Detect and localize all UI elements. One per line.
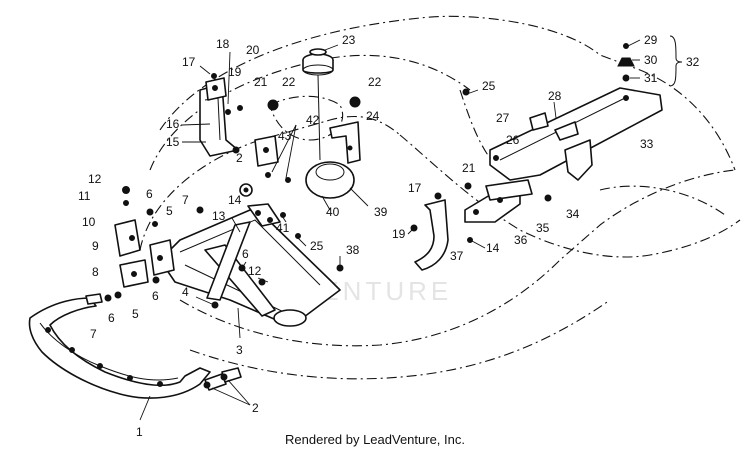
callout-26: 26 (506, 133, 520, 147)
callout-2: 2 (236, 151, 243, 165)
callout-29: 29 (644, 33, 658, 47)
callout-35: 35 (536, 221, 550, 235)
callout-17: 17 (408, 181, 422, 195)
hardware-stack (617, 35, 683, 87)
callout-6: 6 (242, 247, 249, 261)
callout-21: 21 (462, 161, 476, 175)
callout-3: 3 (236, 343, 243, 357)
callout-43: 43 (278, 129, 292, 143)
callout-30: 30 (644, 53, 658, 67)
callout-9: 9 (92, 239, 99, 253)
callout-11: 11 (78, 189, 91, 203)
left-fasteners (104, 183, 266, 309)
left-mount-bracket (114, 219, 175, 288)
callout-6: 6 (108, 311, 115, 325)
callout-19: 19 (228, 65, 242, 79)
callout-23: 23 (342, 33, 356, 47)
callout-39: 39 (374, 205, 388, 219)
callout-14: 14 (228, 193, 242, 207)
callout-38: 38 (346, 243, 360, 257)
callout-22: 22 (282, 75, 296, 89)
footer-credit: Rendered by LeadVenture, Inc. (285, 432, 465, 447)
callout-32: 32 (686, 55, 700, 69)
bracket-24 (329, 96, 361, 164)
callout-37: 37 (450, 249, 464, 263)
callout-14: 14 (486, 241, 500, 255)
footrest-panel (489, 87, 663, 181)
callout-6: 6 (146, 187, 153, 201)
callout-10: 10 (82, 215, 96, 229)
callout-20: 20 (246, 43, 260, 57)
footrest-bracket (464, 112, 552, 223)
callout-33: 33 (640, 137, 654, 151)
callout-34: 34 (566, 207, 580, 221)
callout-25: 25 (310, 239, 324, 253)
callout-16: 16 (166, 117, 180, 131)
callout-22: 22 (368, 75, 382, 89)
hood-hinge-bracket (199, 73, 243, 157)
pulley-and-tank (302, 48, 355, 199)
front-bumper (28, 293, 211, 399)
callout-6: 6 (152, 289, 159, 303)
callout-27: 27 (496, 111, 510, 125)
callout-36: 36 (514, 233, 528, 247)
callout-1: 1 (136, 425, 143, 439)
callout-4: 4 (182, 285, 189, 299)
callout-12: 12 (248, 264, 262, 278)
callout-42: 42 (306, 113, 320, 127)
callout-7: 7 (90, 327, 97, 341)
callout-5: 5 (132, 307, 139, 321)
callout-41: 41 (276, 221, 290, 235)
callout-28: 28 (548, 89, 562, 103)
callout-18: 18 (216, 37, 230, 51)
leader-lines (139, 39, 641, 421)
front-frame-assembly (159, 203, 341, 327)
callout-5: 5 (166, 204, 173, 218)
callout-17: 17 (182, 55, 196, 69)
callout-24: 24 (366, 109, 380, 123)
callout-2: 2 (252, 401, 259, 415)
callout-13: 13 (212, 209, 226, 223)
callout-21: 21 (254, 75, 268, 89)
callout-8: 8 (92, 265, 99, 279)
callout-12: 12 (88, 172, 102, 186)
callout-25: 25 (482, 79, 496, 93)
callout-labels: 1 2 2 3 4 5 5 6 6 6 6 7 7 8 9 10 11 12 1… (78, 33, 700, 439)
callout-40: 40 (326, 205, 340, 219)
bumper-bolts (203, 367, 242, 391)
callout-7: 7 (182, 193, 189, 207)
callout-31: 31 (644, 71, 658, 85)
callout-15: 15 (166, 135, 180, 149)
callout-19: 19 (392, 227, 406, 241)
center-bracket (254, 99, 301, 239)
